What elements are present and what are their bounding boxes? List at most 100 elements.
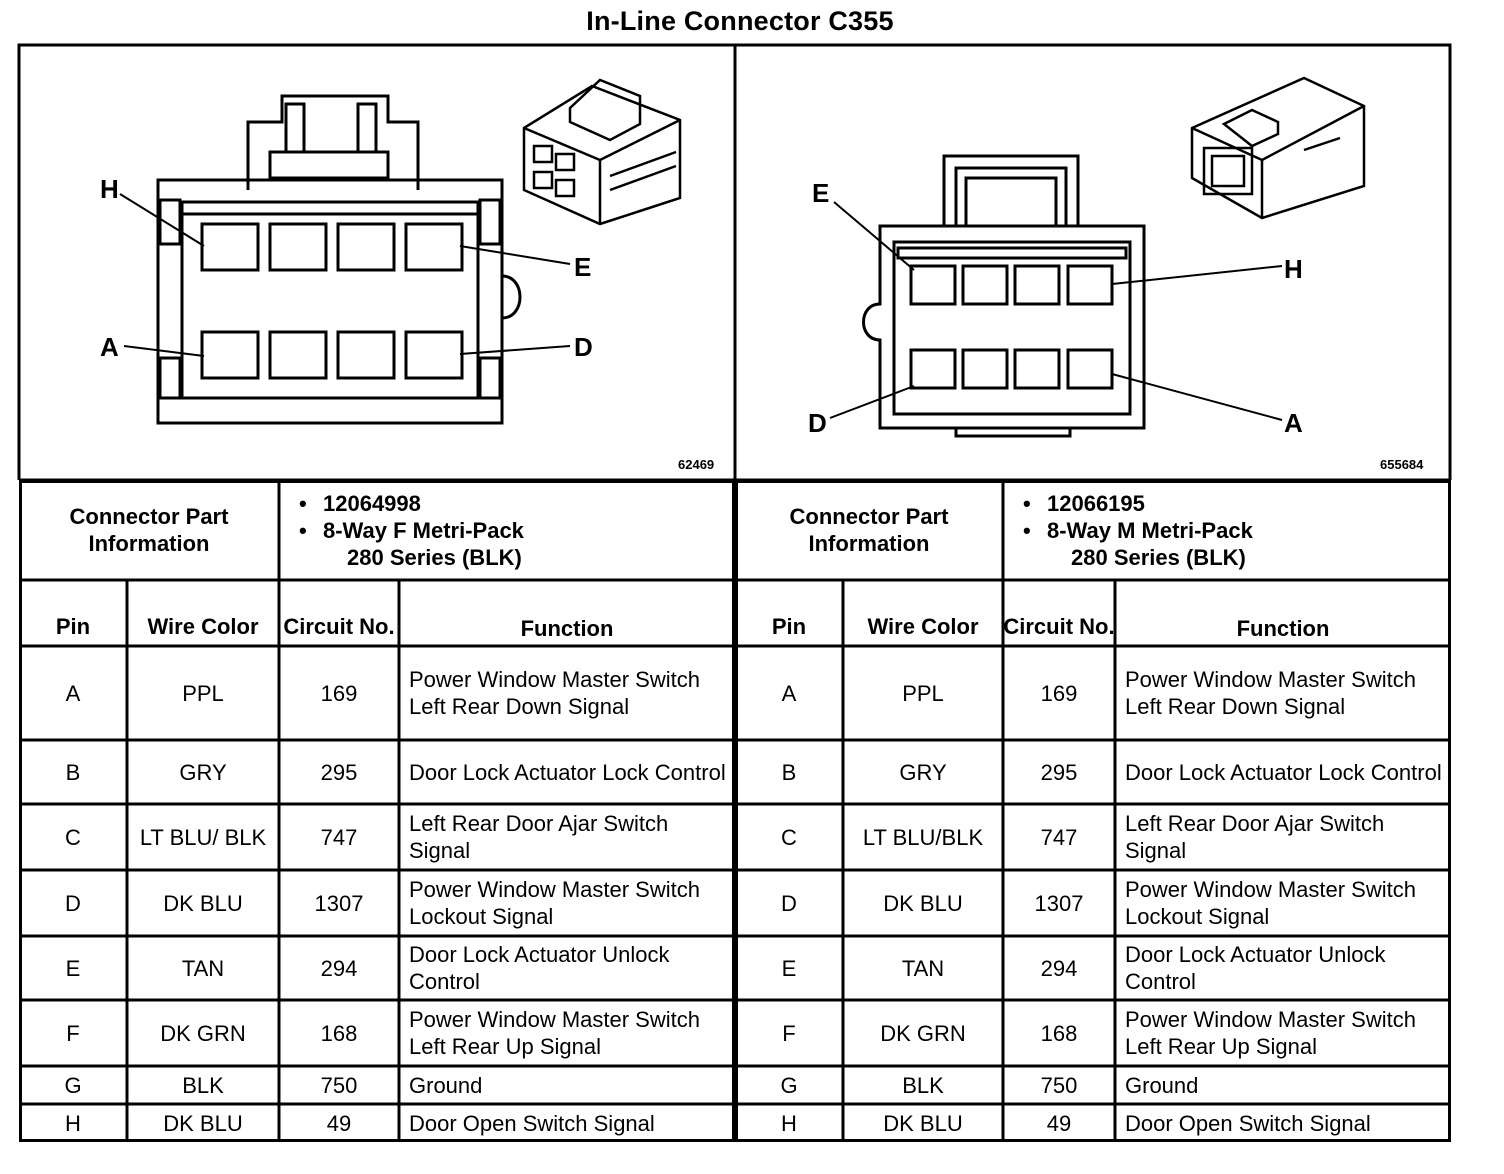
left-row-3-color: DK BLU (163, 890, 243, 916)
right-row-5-circuit: 168 (1040, 1020, 1078, 1046)
left-row-4-function: Door Lock Actuator Unlock Control (409, 942, 670, 994)
left-part-desc-line1: 8-Way F Metri-Pack (299, 517, 524, 544)
right-row-2-circuit: 747 (1040, 824, 1078, 850)
left-row-6-circuit: 750 (320, 1072, 358, 1098)
left-table-grid (19, 480, 735, 1142)
figure-number-left: 62469 (678, 457, 715, 472)
right-part-header: Connector Part Information (789, 504, 949, 556)
right-table-grid (735, 480, 1451, 1142)
right-part-number: 12066195 (1023, 490, 1145, 517)
left-row-0-function: Power Window Master Switch Left Rear Dow… (409, 667, 700, 719)
connector-diagrams (17, 43, 1452, 480)
left-row-4-circuit: 294 (320, 955, 358, 981)
right-row-4-color: TAN (901, 955, 945, 981)
left-row-6-pin: G (64, 1072, 82, 1098)
right-part-desc-line1: 8-Way M Metri-Pack (1023, 517, 1253, 544)
right-header-function: Function (1236, 616, 1330, 641)
left-row-6-function: Ground (409, 1072, 483, 1098)
left-row-7-circuit: 49 (326, 1110, 352, 1136)
right-row-5-pin: F (782, 1020, 796, 1046)
male-connector-face (829, 154, 1283, 438)
right-row-1-pin: B (781, 759, 797, 785)
left-row-1-function: Door Lock Actuator Lock Control (409, 759, 726, 785)
right-row-3-pin: D (781, 890, 797, 916)
right-row-6-pin: G (780, 1072, 798, 1098)
left-row-5-circuit: 168 (320, 1020, 358, 1046)
right-row-6-color: BLK (902, 1072, 944, 1098)
right-row-3-color: DK BLU (883, 890, 963, 916)
right-diagram-frame (733, 43, 1452, 480)
left-header-function: Function (520, 616, 614, 641)
right-row-5-function: Power Window Master Switch Left Rear Up … (1125, 1007, 1416, 1059)
right-row-5-color: DK GRN (880, 1020, 966, 1046)
right-header-wire-color: Wire Color (867, 614, 979, 639)
figure-number-right: 655684 (1380, 457, 1424, 472)
right-row-7-pin: H (781, 1110, 797, 1136)
male-connector-iso (1190, 76, 1366, 220)
right-row-3-function: Power Window Master Switch Lockout Signa… (1125, 877, 1416, 929)
left-row-5-pin: F (66, 1020, 80, 1046)
right-row-7-color: DK BLU (883, 1110, 963, 1136)
female-connector-face (119, 94, 571, 425)
callout-e-left: E (574, 252, 592, 282)
left-row-3-circuit: 1307 (314, 890, 364, 916)
callout-a-right: A (1284, 408, 1303, 438)
left-row-5-function: Power Window Master Switch Left Rear Up … (409, 1007, 700, 1059)
left-row-3-pin: D (65, 890, 81, 916)
left-part-number: 12064998 (299, 490, 421, 517)
callout-a-left: A (100, 332, 119, 362)
right-row-0-pin: A (781, 680, 797, 706)
left-row-1-color: GRY (179, 759, 227, 785)
right-row-2-color: LT BLU/BLK (862, 824, 984, 850)
right-row-4-circuit: 294 (1040, 955, 1078, 981)
left-row-1-circuit: 295 (320, 759, 358, 785)
callout-h-left: H (100, 174, 119, 204)
callout-e-right: E (812, 178, 830, 208)
left-row-2-color: LT BLU/ BLK (139, 824, 267, 850)
left-part-desc-line2: 280 Series (BLK) (347, 544, 522, 570)
left-row-3-function: Power Window Master Switch Lockout Signa… (409, 877, 700, 929)
left-row-4-color: TAN (181, 955, 225, 981)
callout-d-left: D (574, 332, 593, 362)
left-row-2-pin: C (65, 824, 81, 850)
left-part-header: Connector Part Information (69, 504, 229, 556)
left-row-7-pin: H (65, 1110, 81, 1136)
female-connector-iso (522, 78, 682, 226)
right-row-4-function: Door Lock Actuator Unlock Control (1125, 942, 1386, 994)
left-row-6-color: BLK (182, 1072, 224, 1098)
right-row-3-circuit: 1307 (1034, 890, 1084, 916)
right-row-0-function: Power Window Master Switch Left Rear Dow… (1125, 667, 1416, 719)
right-row-1-function: Door Lock Actuator Lock Control (1125, 759, 1442, 785)
right-row-1-circuit: 295 (1040, 759, 1078, 785)
left-row-4-pin: E (65, 955, 81, 981)
right-row-0-circuit: 169 (1040, 680, 1078, 706)
right-row-7-function: Door Open Switch Signal (1125, 1110, 1371, 1136)
left-pinout-table: Connector Part Information 120649988-Way … (19, 480, 735, 1142)
left-row-7-color: DK BLU (163, 1110, 243, 1136)
right-row-1-color: GRY (899, 759, 947, 785)
left-header-pin: Pin (55, 614, 91, 639)
right-pinout-table: Connector Part Information 120661958-Way … (735, 480, 1451, 1142)
right-row-6-function: Ground (1125, 1072, 1199, 1098)
right-header-pin: Pin (771, 614, 807, 639)
callout-d-right: D (808, 408, 827, 438)
right-row-4-pin: E (781, 955, 797, 981)
left-row-1-pin: B (65, 759, 81, 785)
right-row-2-function: Left Rear Door Ajar Switch Signal (1125, 811, 1385, 863)
right-row-7-circuit: 49 (1046, 1110, 1072, 1136)
right-row-6-circuit: 750 (1040, 1072, 1078, 1098)
left-row-0-color: PPL (182, 680, 224, 706)
left-header-wire-color: Wire Color (147, 614, 259, 639)
right-row-2-pin: C (781, 824, 797, 850)
left-row-0-pin: A (65, 680, 81, 706)
right-header-circuit: Circuit No. (1003, 614, 1115, 639)
left-row-5-color: DK GRN (160, 1020, 246, 1046)
left-row-7-function: Door Open Switch Signal (409, 1110, 655, 1136)
callout-h-right: H (1284, 254, 1303, 284)
left-row-2-function: Left Rear Door Ajar Switch Signal (409, 811, 669, 863)
page-title: In-Line Connector C355 (586, 6, 894, 36)
left-row-0-circuit: 169 (320, 680, 358, 706)
right-part-desc-line2: 280 Series (BLK) (1071, 544, 1246, 570)
